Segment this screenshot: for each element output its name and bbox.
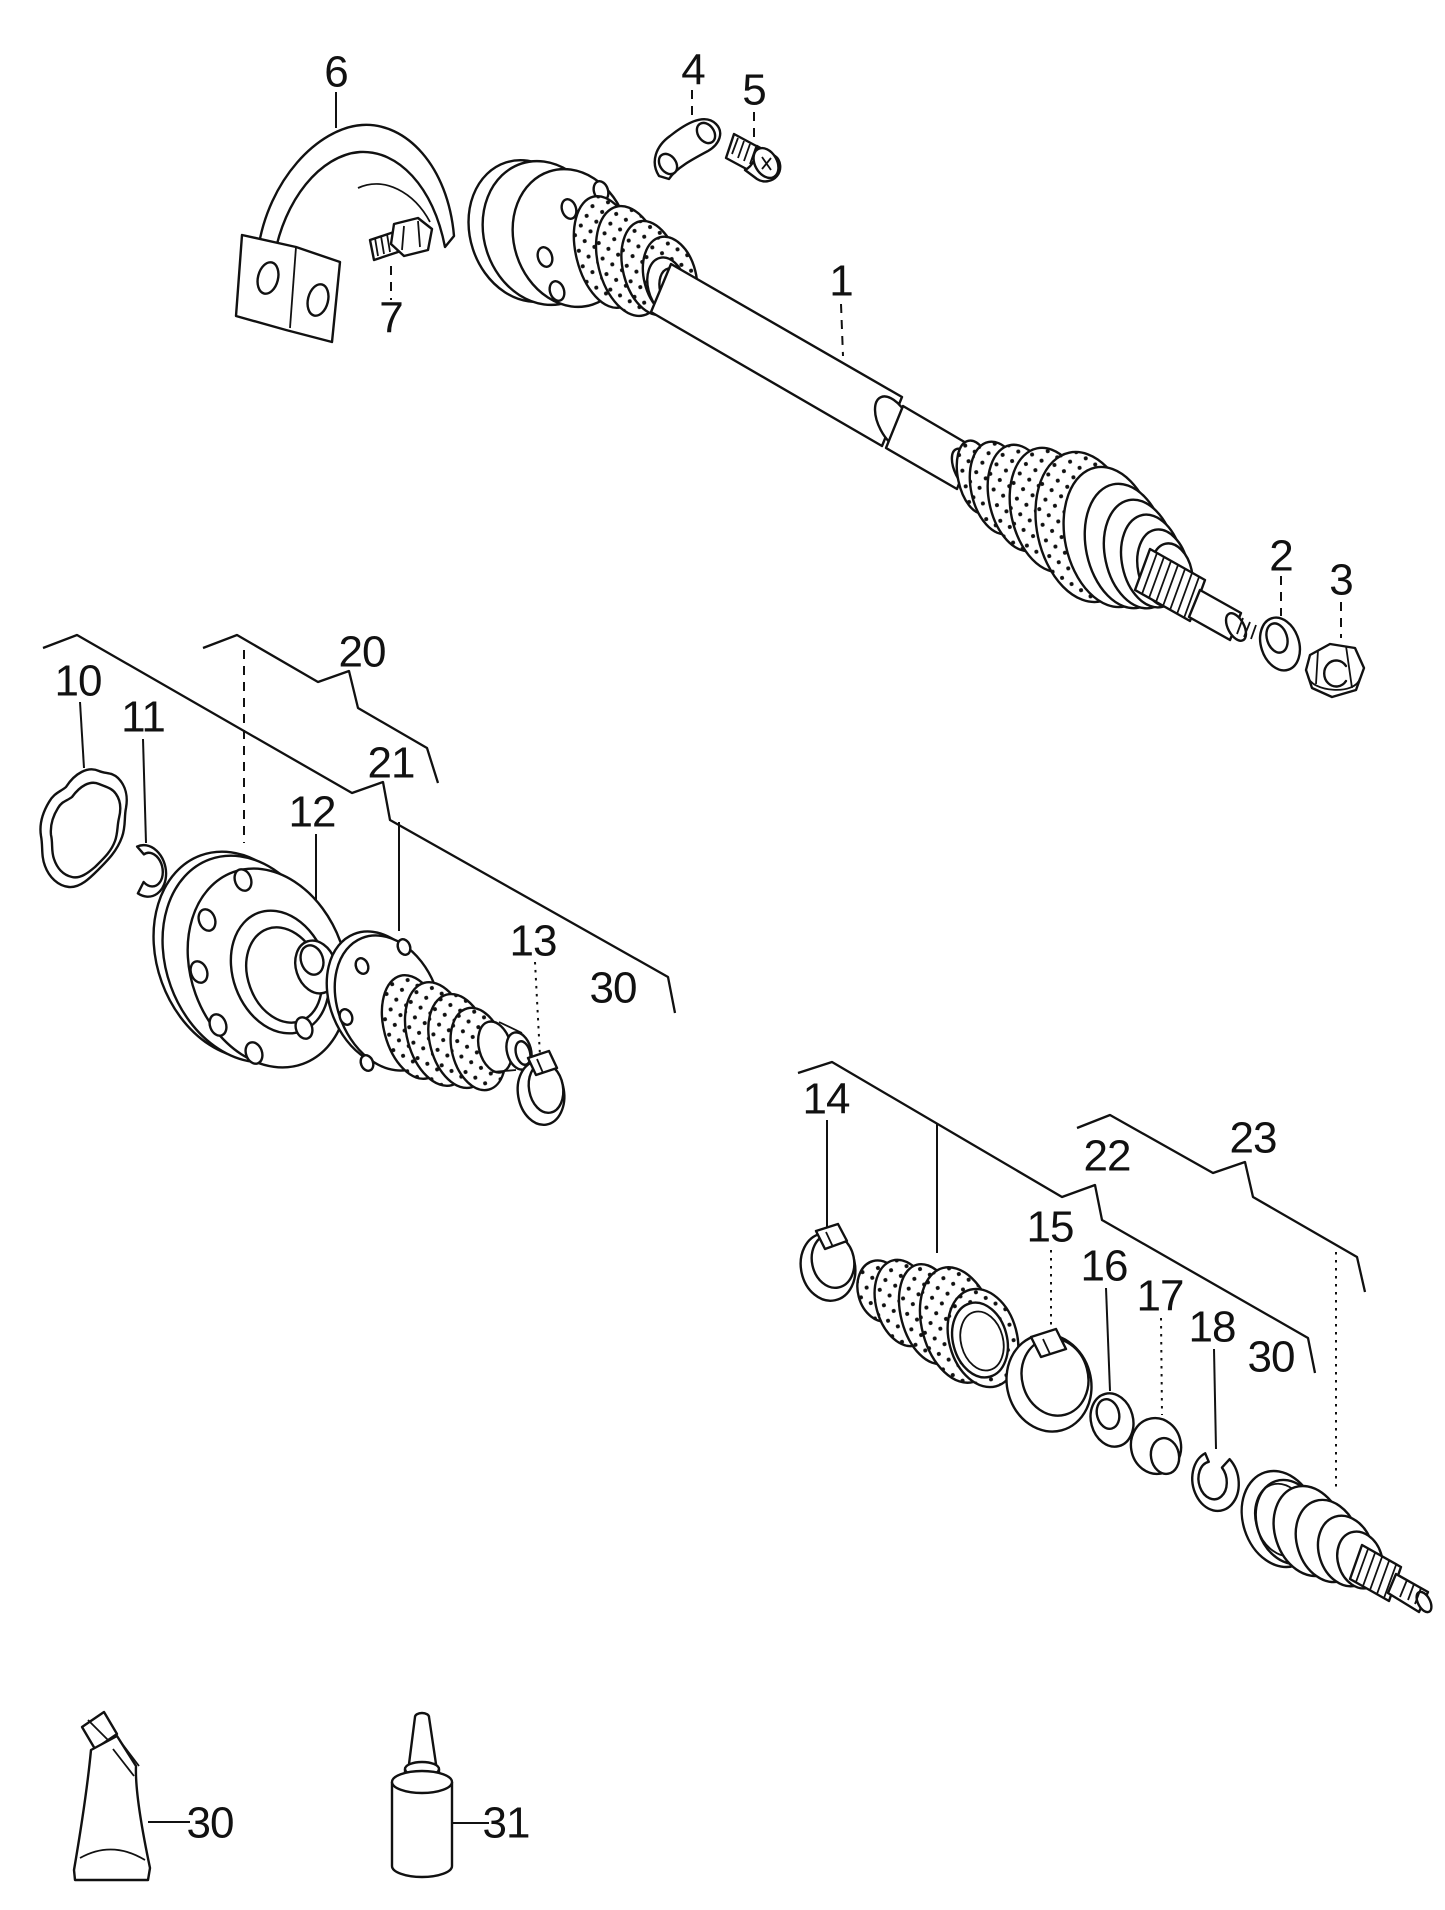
- thrust-ring: [1089, 1392, 1135, 1448]
- callout-15: 15: [1027, 1203, 1074, 1252]
- joint-flange-disc: [152, 850, 350, 1069]
- callout-6: 6: [324, 48, 347, 97]
- retaining-strap: [653, 117, 722, 181]
- washer: [1258, 616, 1302, 672]
- callout-30-tube: 30: [187, 1799, 234, 1848]
- gasket: [39, 768, 128, 889]
- callout-10: 10: [55, 657, 102, 706]
- callout-4: 4: [681, 46, 705, 95]
- cv-boot-kit: [856, 1258, 1020, 1389]
- callout-30-outer: 30: [1248, 1333, 1295, 1382]
- outer-cv-joint: [1240, 1469, 1433, 1614]
- callout-16: 16: [1081, 1242, 1128, 1291]
- snap-ring: [135, 843, 168, 898]
- group-brackets: [42, 633, 1367, 1374]
- dished-cap: [1129, 1416, 1183, 1476]
- callout-22: 22: [1084, 1132, 1131, 1181]
- boot-clamp-14: [799, 1222, 857, 1302]
- callout-20: 20: [339, 628, 386, 677]
- callout-21: 21: [368, 739, 415, 788]
- heat-shield-clamp: [234, 123, 456, 344]
- bracket-21: [42, 633, 677, 1014]
- circlip: [1191, 1452, 1240, 1513]
- hex-bolt-7: [368, 216, 434, 262]
- callout-11: 11: [121, 693, 165, 742]
- callout-3: 3: [1329, 556, 1352, 605]
- callout-23: 23: [1230, 1114, 1277, 1163]
- leader-lines: [79, 90, 1342, 1824]
- drive-shaft: [467, 159, 1257, 642]
- grease-tube: [72, 1710, 152, 1882]
- callout-14: 14: [803, 1075, 850, 1124]
- callout-12: 12: [289, 788, 336, 837]
- callout-31: 31: [483, 1799, 530, 1848]
- callout-7: 7: [379, 294, 402, 343]
- leader-1: [840, 303, 844, 357]
- boot-clamp-13: [516, 1049, 566, 1126]
- boot-clamp-15: [1005, 1327, 1093, 1433]
- leader-17: [1160, 1317, 1163, 1416]
- callout-5: 5: [742, 66, 765, 115]
- leader-10: [79, 701, 85, 769]
- hex-nut: [1304, 642, 1366, 699]
- inner-boot-flange: [325, 930, 533, 1092]
- callout-13: 13: [510, 917, 557, 966]
- callout-2: 2: [1269, 532, 1292, 581]
- callout-17: 17: [1137, 1272, 1184, 1321]
- callout-1: 1: [829, 257, 852, 306]
- leader-11: [142, 738, 147, 844]
- leader-13: [534, 961, 541, 1057]
- leader-18: [1213, 1348, 1217, 1450]
- callout-18: 18: [1189, 1303, 1236, 1352]
- bracket-20: [202, 633, 440, 784]
- leader-16: [1105, 1287, 1111, 1392]
- callout-30-inner: 30: [590, 964, 637, 1013]
- fluid-bottle: [390, 1711, 454, 1879]
- bracket-22: [797, 1060, 1317, 1374]
- socket-bolt-5: [724, 132, 782, 183]
- bracket-23: [1076, 1113, 1367, 1293]
